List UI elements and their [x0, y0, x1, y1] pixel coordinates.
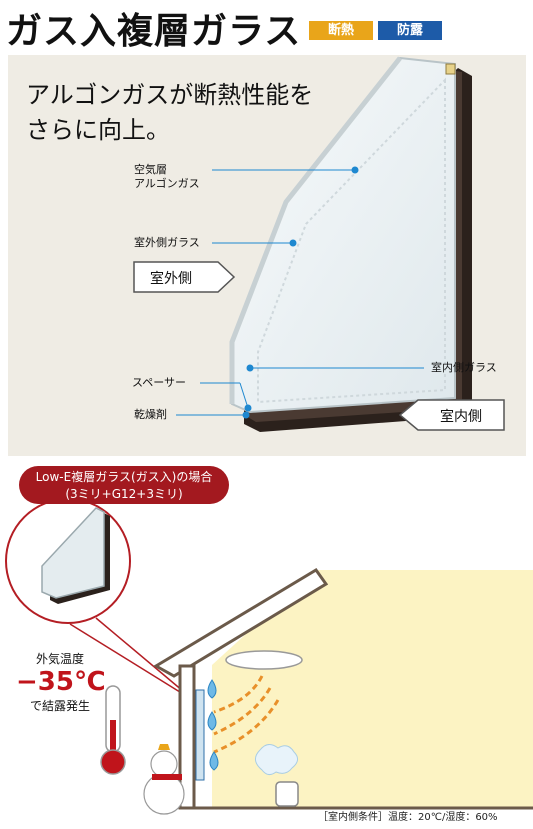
snowman — [143, 773, 185, 815]
condensation-text: で結露発生 — [29, 699, 90, 713]
label-desiccant: 乾燥剤 — [134, 408, 167, 421]
droplet-2 — [207, 711, 217, 731]
warm-light — [212, 570, 533, 808]
bubble-line-1: Low-E複層ガラス(ガス入)の場合 — [35, 470, 213, 484]
outside-temp-value: −35℃ — [16, 667, 106, 697]
badge-insulation: 断熱 — [309, 21, 373, 40]
badge-condensation-prevention: 防露 — [378, 21, 442, 40]
bubble-line-2: (3ミリ+G12+3ミリ) — [65, 487, 183, 501]
label-indoor-glass: 室内側ガラス — [431, 361, 497, 374]
kettle — [275, 781, 299, 807]
indoor-side-label: 室内側 — [440, 409, 482, 425]
page-title: ガス入複層ガラス — [6, 11, 302, 52]
label-air-layer: 空気層 アルゴンガス — [134, 163, 200, 190]
house-roof — [153, 568, 329, 678]
glass-closeup-circle — [5, 498, 131, 624]
label-spacer: スペーサー — [132, 376, 187, 389]
header: ガス入複層ガラス 断熱 防露 — [0, 0, 533, 52]
headline-line-1: アルゴンガスが断熱性能を — [26, 81, 314, 109]
thermometer — [105, 685, 121, 753]
headline-line-2: さらに向上。 — [26, 116, 170, 144]
low-e-bubble: Low-E複層ガラス(ガス入)の場合 (3ミリ+G12+3ミリ) — [19, 466, 229, 504]
outside-temperature-note: 外気温度 −35℃ で結露発生 — [16, 650, 106, 714]
steam — [255, 744, 298, 776]
indoor-conditions: ［室内側条件］温度：20℃/湿度：60% — [318, 812, 498, 823]
outdoor-side-label: 室外側 — [150, 271, 192, 287]
outside-temp-label: 外気温度 — [35, 652, 84, 666]
label-outdoor-glass: 室外側ガラス — [134, 236, 200, 249]
droplet-3 — [209, 751, 219, 771]
house-wall — [178, 664, 196, 810]
ceiling-light — [225, 650, 303, 670]
droplet-1 — [207, 679, 217, 699]
headline: アルゴンガスが断熱性能を さらに向上。 — [26, 78, 313, 148]
window-glass — [195, 689, 205, 781]
